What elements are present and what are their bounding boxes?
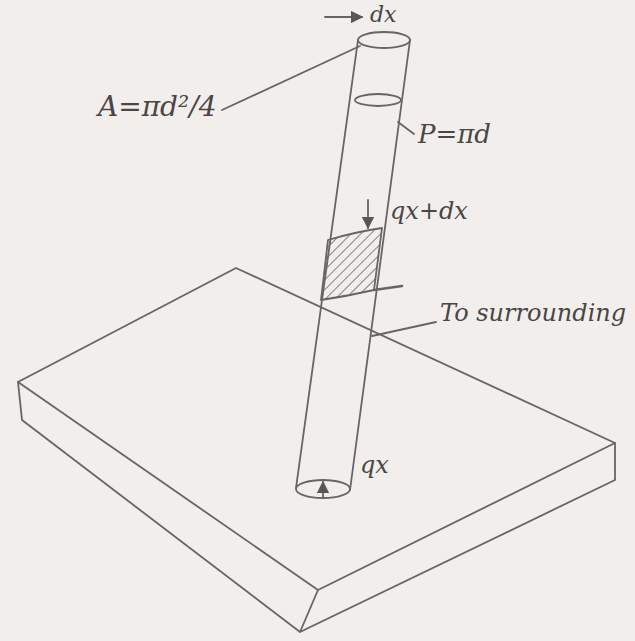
heat-arrow — [322, 482, 324, 497]
plate-side — [18, 382, 615, 632]
sketch-label: qx+dx — [390, 198, 468, 224]
leader-line — [222, 46, 360, 110]
rod-section — [355, 94, 401, 106]
sketch-label: dx — [370, 3, 397, 27]
heat-arrow — [367, 200, 369, 228]
sketch-label: A=πd²/4 — [98, 92, 216, 123]
sketch-label: P=πd — [418, 120, 491, 149]
rod-base — [296, 480, 350, 498]
label-text: qx — [360, 451, 389, 479]
leader-line — [372, 322, 436, 336]
label-text: dx — [370, 2, 397, 27]
label-text: To surrounding — [440, 299, 626, 327]
dx-arrow — [325, 16, 362, 18]
leader-line — [398, 122, 414, 134]
hatched-element — [321, 228, 382, 300]
section-line — [374, 286, 402, 290]
sketch-label: To surrounding — [440, 300, 626, 326]
label-text: P=πd — [418, 119, 491, 149]
sketch-label: qx — [360, 452, 389, 478]
label-text: qx+dx — [390, 197, 468, 225]
label-text: A=πd²/4 — [98, 90, 216, 123]
rod-end — [358, 32, 410, 48]
